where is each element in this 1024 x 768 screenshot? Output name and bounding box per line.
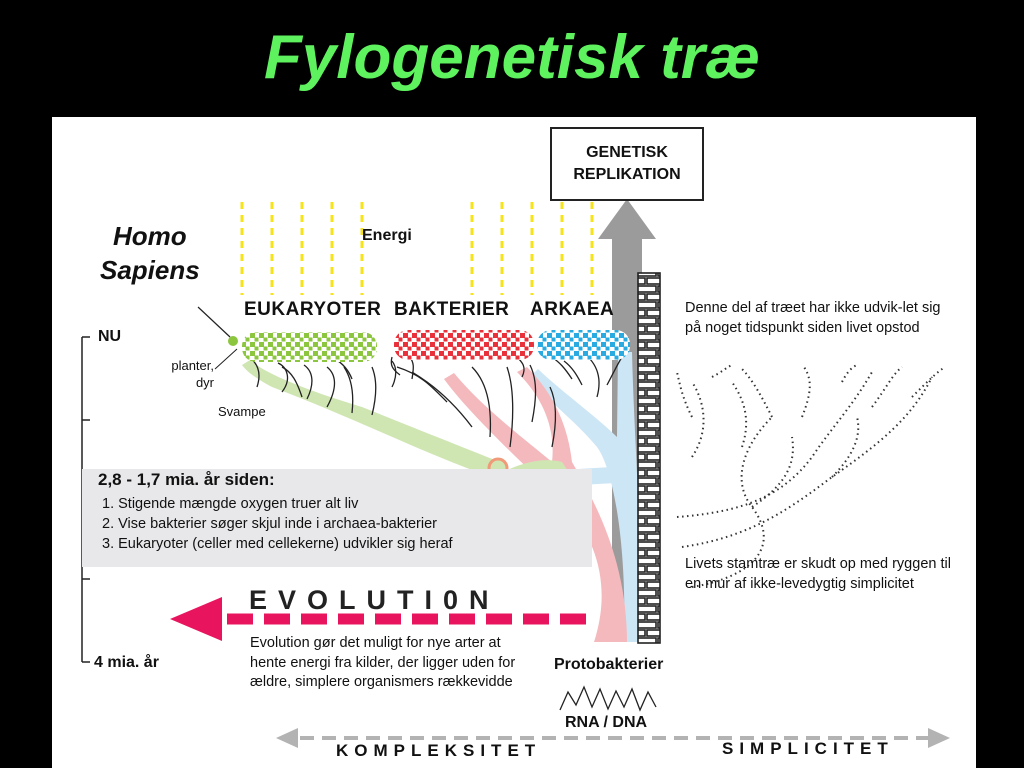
fungi-label: Svampe [218, 404, 266, 419]
evolution-arrow [170, 597, 597, 641]
canopy-eukaryotes [228, 332, 377, 362]
dotted-tree [676, 364, 946, 588]
homo-label-line-2: Sapiens [100, 255, 200, 285]
genetic-replication-box: GENETISK REPLIKATION [550, 127, 704, 201]
archaea-label: ARKAEA [530, 299, 615, 320]
info-box [82, 469, 592, 567]
brick-wall [637, 272, 661, 644]
timeline-now-label: NU [98, 328, 122, 345]
complexity-axis [276, 728, 950, 748]
info-item-2: 2. Vise bakterier søger skjul inde i arc… [102, 516, 438, 532]
archaea-trunk [530, 352, 642, 642]
homo-pointer [197, 306, 231, 338]
rna-dna-strands [559, 685, 657, 712]
right-note-top: Denne del af træet har ikke udvik-let si… [685, 300, 941, 336]
info-item-1: 1. Stigende mængde oxygen truer alt liv [102, 496, 359, 512]
replication-line-1: GENETISK [586, 144, 668, 161]
energy-label: Energi [362, 227, 412, 244]
canopy-archaea [537, 330, 630, 360]
eukaryote-branch [242, 360, 500, 477]
evolution-word: EVOLUTI0N [249, 585, 500, 615]
complexity-label: KOMPLEKSITET [336, 741, 542, 760]
info-box-list: 1. Stigende mængde oxygen truer alt liv … [102, 494, 453, 554]
timeline-start-label: 4 mia. år [94, 654, 159, 671]
replication-line-2: REPLIKATION [573, 166, 681, 183]
info-item-3: 3. Eukaryoter (celler med cellekerne) ud… [102, 536, 453, 552]
plants-label-line-2: dyr [195, 375, 214, 390]
evolution-description: Evolution gør det muligt for nye arter a… [250, 635, 516, 690]
homo-label-line-1: Homo [113, 221, 187, 251]
right-note-bottom: Livets stamtræ er skudt op med ryggen ti… [685, 556, 951, 592]
bacteria-label: BAKTERIER [394, 299, 510, 320]
eukaryotes-label: EUKARYOTER [244, 299, 382, 320]
homo-sapiens-label: Homo Sapiens [100, 219, 200, 287]
phylogenetic-tree-diagram: GENETISK REPLIKATION Energi Homo Sapiens… [52, 117, 976, 768]
slide-title: Fylogenetisk træ [263, 23, 761, 92]
energy-rays [240, 202, 594, 295]
canopy-bacteria [394, 330, 534, 360]
protobacteria-label: Protobakterier [554, 656, 664, 673]
plants-label-line-1: planter, [171, 358, 214, 373]
info-box-heading: 2,8 - 1,7 mia. år siden: [98, 470, 275, 489]
rna-dna-label: RNA / DNA [565, 714, 648, 731]
plants-animals-label: planter, dyr [168, 357, 214, 391]
simplicity-label: SIMPLICITET [722, 739, 894, 758]
